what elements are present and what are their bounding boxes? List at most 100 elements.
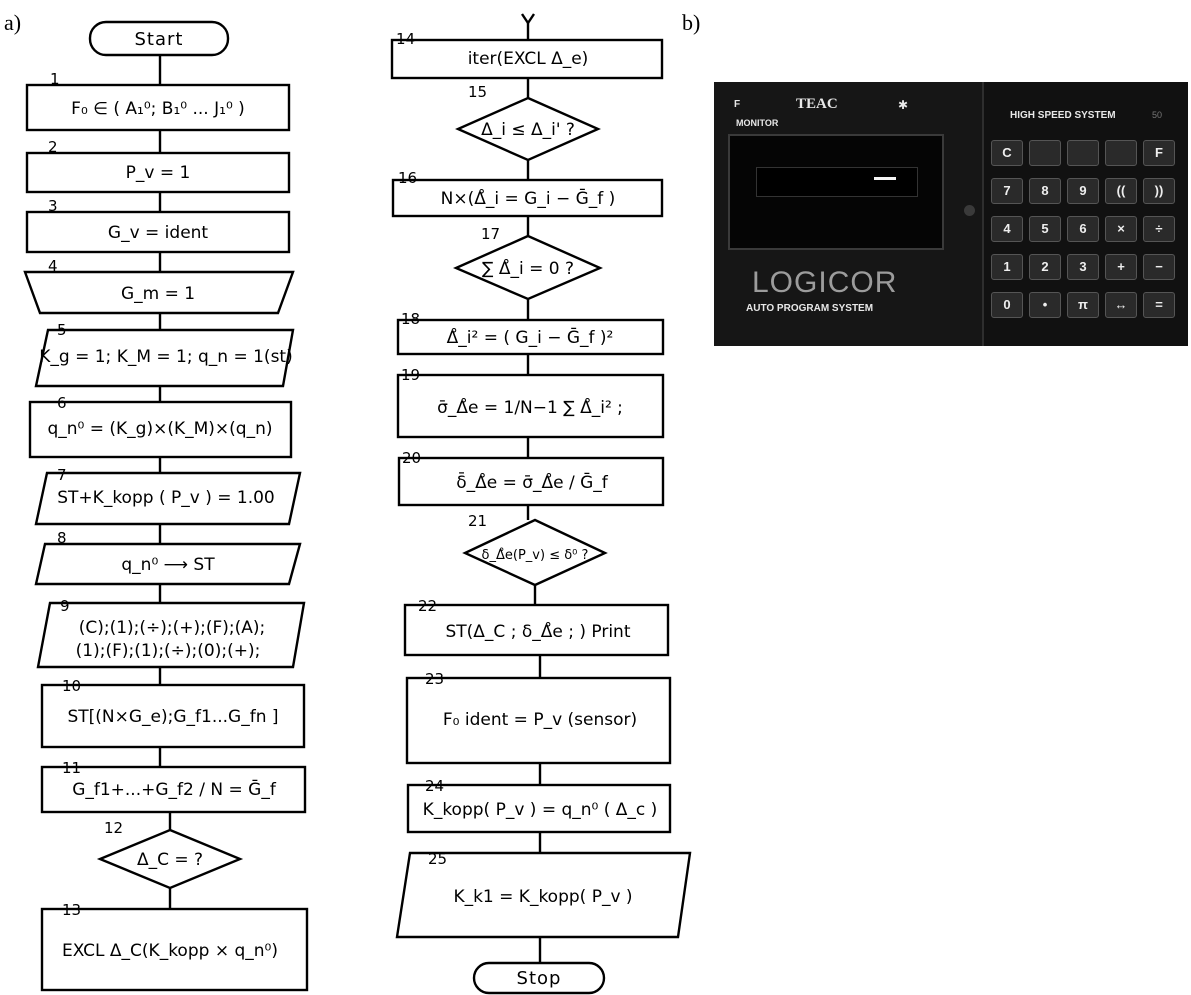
step-25: 25 K_k1 = K_kopp( P_v ) <box>395 850 692 939</box>
svg-text:P_v = 1: P_v = 1 <box>126 163 191 183</box>
stop-terminal: Stop <box>472 961 606 995</box>
key-divide[interactable]: ÷ <box>1143 216 1175 242</box>
svg-text:7: 7 <box>57 466 67 484</box>
step-4: 4 G_m = 1 <box>23 257 295 315</box>
key-7[interactable]: 7 <box>991 178 1023 204</box>
svg-text:2: 2 <box>48 138 58 156</box>
svg-text:25: 25 <box>428 850 447 868</box>
svg-text:1: 1 <box>50 70 60 88</box>
svg-text:10: 10 <box>62 677 81 695</box>
key-exchange[interactable]: ↔ <box>1105 292 1137 318</box>
subtitle-label: AUTO PROGRAM SYSTEM <box>746 303 874 314</box>
step-9: 9 (C);(1);(÷);(+);(F);(A); (1);(F);(1);(… <box>36 597 306 669</box>
svg-text:iter(EXCL Δ_e): iter(EXCL Δ_e) <box>468 49 589 69</box>
svg-text:15: 15 <box>468 83 487 101</box>
svg-text:K_kopp( P_v ) = q_n⁰ ( Δ_c ): K_kopp( P_v ) = q_n⁰ ( Δ_c ) <box>423 800 658 820</box>
key-close-paren[interactable]: )) <box>1143 178 1175 204</box>
key-open-paren[interactable]: (( <box>1105 178 1137 204</box>
display-slot <box>756 167 918 197</box>
key-multiply[interactable]: × <box>1105 216 1137 242</box>
svg-text:3: 3 <box>48 197 58 215</box>
step-17: 17 ∑ Δ̊_i = 0 ? <box>453 225 603 301</box>
svg-text:20: 20 <box>402 449 421 467</box>
key-8[interactable]: 8 <box>1029 178 1061 204</box>
key-6[interactable]: 6 <box>1067 216 1099 242</box>
svg-text:19: 19 <box>401 366 420 384</box>
screw-icon <box>964 205 975 216</box>
svg-text:12: 12 <box>104 819 123 837</box>
step-3: 3 G_v = ident <box>25 197 291 254</box>
svg-text:σ̄_Δ̊e = 1/N−1 ∑ Δ̊_i² ;: σ̄_Δ̊e = 1/N−1 ∑ Δ̊_i² ; <box>437 397 623 418</box>
svg-text:21: 21 <box>468 512 487 530</box>
svg-text:EXCL Δ_C(K_kopp × q_n⁰): EXCL Δ_C(K_kopp × q_n⁰) <box>62 941 278 961</box>
key-blank-3[interactable] <box>1105 140 1137 166</box>
header-label: HIGH SPEED SYSTEM <box>1010 110 1116 121</box>
step-10: 10 ST[(N×G_e);G_f1...G_fn ] <box>40 677 306 749</box>
step-15: 15 Δ_i ≤ Δ_i' ? <box>455 83 601 162</box>
panel-label-a: a) <box>4 10 22 35</box>
key-equals[interactable]: = <box>1143 292 1175 318</box>
key-f[interactable]: F <box>1143 140 1175 166</box>
step-13: 13 EXCL Δ_C(K_kopp × q_n⁰) <box>40 901 309 992</box>
step-23: 23 F₀ ident = P_v (sensor) <box>405 670 672 765</box>
svg-text:Δ_C = ?: Δ_C = ? <box>137 850 203 870</box>
connectors-left <box>158 55 172 909</box>
svg-text:23: 23 <box>425 670 444 688</box>
svg-text:Δ̊_i² = ( G_i − Ḡ_f )²: Δ̊_i² = ( G_i − Ḡ_f )² <box>447 326 614 348</box>
svg-text:G_v = ident: G_v = ident <box>108 223 209 243</box>
svg-text:∑ Δ̊_i = 0 ?: ∑ Δ̊_i = 0 ? <box>482 258 574 279</box>
key-pi[interactable]: π <box>1067 292 1099 318</box>
svg-text:11: 11 <box>62 759 81 777</box>
calculator-photo: F TEAC ✱ MONITOR LOGICOR AUTO PROGRAM SY… <box>714 82 1188 346</box>
key-minus[interactable]: − <box>1143 254 1175 280</box>
step-5: 5 K_g = 1; K_M = 1; q_n = 1(st) <box>34 321 295 388</box>
svg-text:5: 5 <box>57 321 67 339</box>
step-21: 21 δ_Δ̊e(P_v) ≤ δ⁰ ? <box>462 512 608 587</box>
svg-text:6: 6 <box>57 394 67 412</box>
key-5[interactable]: 5 <box>1029 216 1061 242</box>
svg-text:ST[(N×G_e);G_f1...G_fn ]: ST[(N×G_e);G_f1...G_fn ] <box>67 707 278 727</box>
key-1[interactable]: 1 <box>991 254 1023 280</box>
svg-text:9: 9 <box>60 597 70 615</box>
display-indicator <box>874 177 896 180</box>
step-20: 20 δ̄_Δ̊e = σ̄_Δ̊e / Ḡ_f <box>397 449 665 507</box>
key-dot[interactable]: • <box>1029 292 1061 318</box>
step-1: 1 F₀ ∈ ( A₁⁰; B₁⁰ ... J₁⁰ ) <box>25 70 291 132</box>
header-number: 50 <box>1152 110 1163 120</box>
svg-text:q_n⁰ ⟶ ST: q_n⁰ ⟶ ST <box>121 555 215 575</box>
svg-text:16: 16 <box>398 169 417 187</box>
svg-text:8: 8 <box>57 529 67 547</box>
svg-text:ST+K_kopp ( P_v ) = 1.00: ST+K_kopp ( P_v ) = 1.00 <box>57 488 274 508</box>
step-14: 14 iter(EXCL Δ_e) <box>390 30 664 80</box>
key-9[interactable]: 9 <box>1067 178 1099 204</box>
key-plus[interactable]: + <box>1105 254 1137 280</box>
svg-text:4: 4 <box>48 257 58 275</box>
svg-text:δ_Δ̊e(P_v) ≤ δ⁰ ?: δ_Δ̊e(P_v) ≤ δ⁰ ? <box>482 547 589 563</box>
svg-text:q_n⁰ = (K_g)×(K_M)×(q_n): q_n⁰ = (K_g)×(K_M)×(q_n) <box>47 419 272 439</box>
svg-text:18: 18 <box>401 310 420 328</box>
svg-text:F₀ ident = P_v (sensor): F₀ ident = P_v (sensor) <box>443 710 637 730</box>
step-24: 24 K_kopp( P_v ) = q_n⁰ ( Δ_c ) <box>406 777 672 834</box>
key-blank-2[interactable] <box>1067 140 1099 166</box>
key-0[interactable]: 0 <box>991 292 1023 318</box>
svg-text:14: 14 <box>396 30 415 48</box>
monitor-label: MONITOR <box>736 118 779 128</box>
svg-text:K_g = 1; K_M = 1; q_n = 1(st): K_g = 1; K_M = 1; q_n = 1(st) <box>39 347 292 367</box>
key-3[interactable]: 3 <box>1067 254 1099 280</box>
svg-text:δ̄_Δ̊e = σ̄_Δ̊e / Ḡ_f: δ̄_Δ̊e = σ̄_Δ̊e / Ḡ_f <box>456 471 609 493</box>
f-label: F <box>734 99 741 110</box>
step-22: 22 ST(Δ_C ; δ_Δ̊e ; ) Print <box>403 597 670 657</box>
start-terminal: Start <box>88 20 230 57</box>
svg-text:N×(Δ̊_i = G_i − Ḡ_f ): N×(Δ̊_i = G_i − Ḡ_f ) <box>441 187 616 209</box>
svg-text:24: 24 <box>425 777 444 795</box>
step-2: 2 P_v = 1 <box>25 138 291 194</box>
svg-text:F₀ ∈ ( A₁⁰; B₁⁰ ... J₁⁰ ): F₀ ∈ ( A₁⁰; B₁⁰ ... J₁⁰ ) <box>71 99 245 119</box>
key-2[interactable]: 2 <box>1029 254 1061 280</box>
svg-text:K_k1 = K_kopp( P_v ): K_k1 = K_kopp( P_v ) <box>453 887 632 907</box>
connectors-right <box>521 13 542 963</box>
svg-text:G_m = 1: G_m = 1 <box>121 284 195 304</box>
key-c[interactable]: C <box>991 140 1023 166</box>
key-4[interactable]: 4 <box>991 216 1023 242</box>
key-blank-1[interactable] <box>1029 140 1061 166</box>
star-icon: ✱ <box>898 98 909 112</box>
